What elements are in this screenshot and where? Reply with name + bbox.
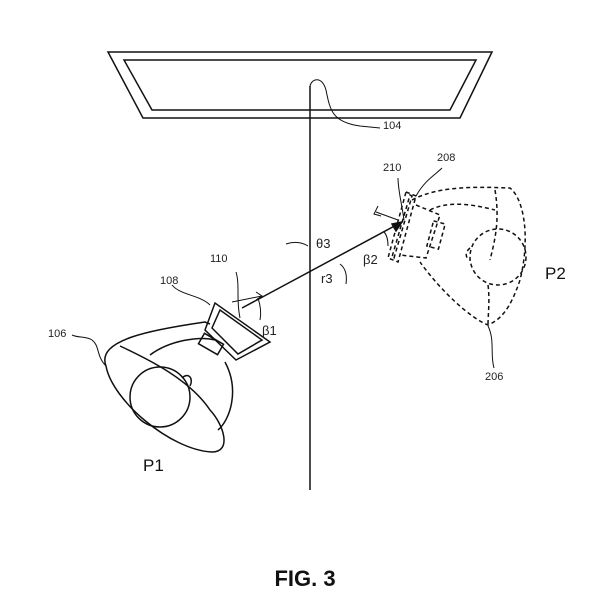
beta1-arc	[257, 297, 262, 321]
figure-caption: FIG. 3	[274, 566, 336, 591]
r3-arc	[339, 263, 347, 285]
sensor-axis-2	[373, 205, 399, 221]
beta2-arc	[383, 231, 389, 247]
theta3-arc	[285, 241, 309, 247]
label-p1: P1	[143, 456, 164, 475]
label-104: 104	[383, 120, 402, 132]
person1-figure	[71, 271, 272, 453]
display-frame	[106, 51, 494, 119]
label-110: 110	[210, 253, 228, 265]
label-206: 206	[485, 371, 504, 383]
label-r3: r3	[321, 271, 333, 286]
label-p2: P2	[545, 264, 566, 283]
leader-104	[309, 79, 381, 129]
label-beta1: β1	[262, 323, 277, 338]
label-108: 108	[160, 275, 179, 287]
leader-206	[487, 325, 495, 369]
person2-figure	[387, 186, 527, 326]
label-208: 208	[437, 152, 456, 164]
label-106: 106	[48, 328, 67, 340]
label-theta3: θ3	[316, 236, 331, 251]
label-210: 210	[383, 162, 402, 174]
line-of-sight	[241, 221, 403, 309]
leader-210	[397, 177, 405, 221]
label-beta2: β2	[363, 252, 378, 267]
leader-208	[415, 167, 443, 197]
